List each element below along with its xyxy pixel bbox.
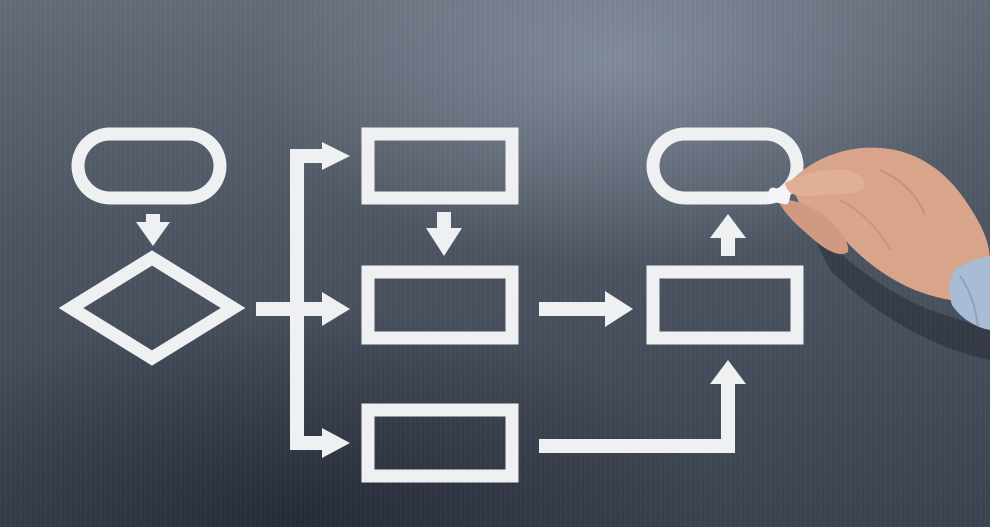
- arrow-branch-to-top: [290, 142, 350, 170]
- arrow-middle-to-right: [539, 291, 633, 327]
- arrow-branch-to-middle: [256, 292, 350, 326]
- arrow-right-to-end: [710, 214, 746, 256]
- decision-diamond: [58, 250, 246, 366]
- arrow-start-to-decision: [136, 214, 170, 246]
- end-terminator: [646, 127, 804, 205]
- process-box-middle: [361, 265, 519, 345]
- arrow-branch-to-bottom: [290, 428, 350, 458]
- branch-trunk: [290, 149, 304, 449]
- process-box-top: [361, 127, 519, 205]
- hand-with-chalk: [767, 147, 990, 360]
- start-terminator: [71, 127, 227, 205]
- arrow-bottom-to-right: [539, 360, 746, 453]
- arrow-top-to-middle: [426, 212, 462, 256]
- process-box-right: [646, 265, 804, 345]
- process-box-bottom: [361, 403, 519, 483]
